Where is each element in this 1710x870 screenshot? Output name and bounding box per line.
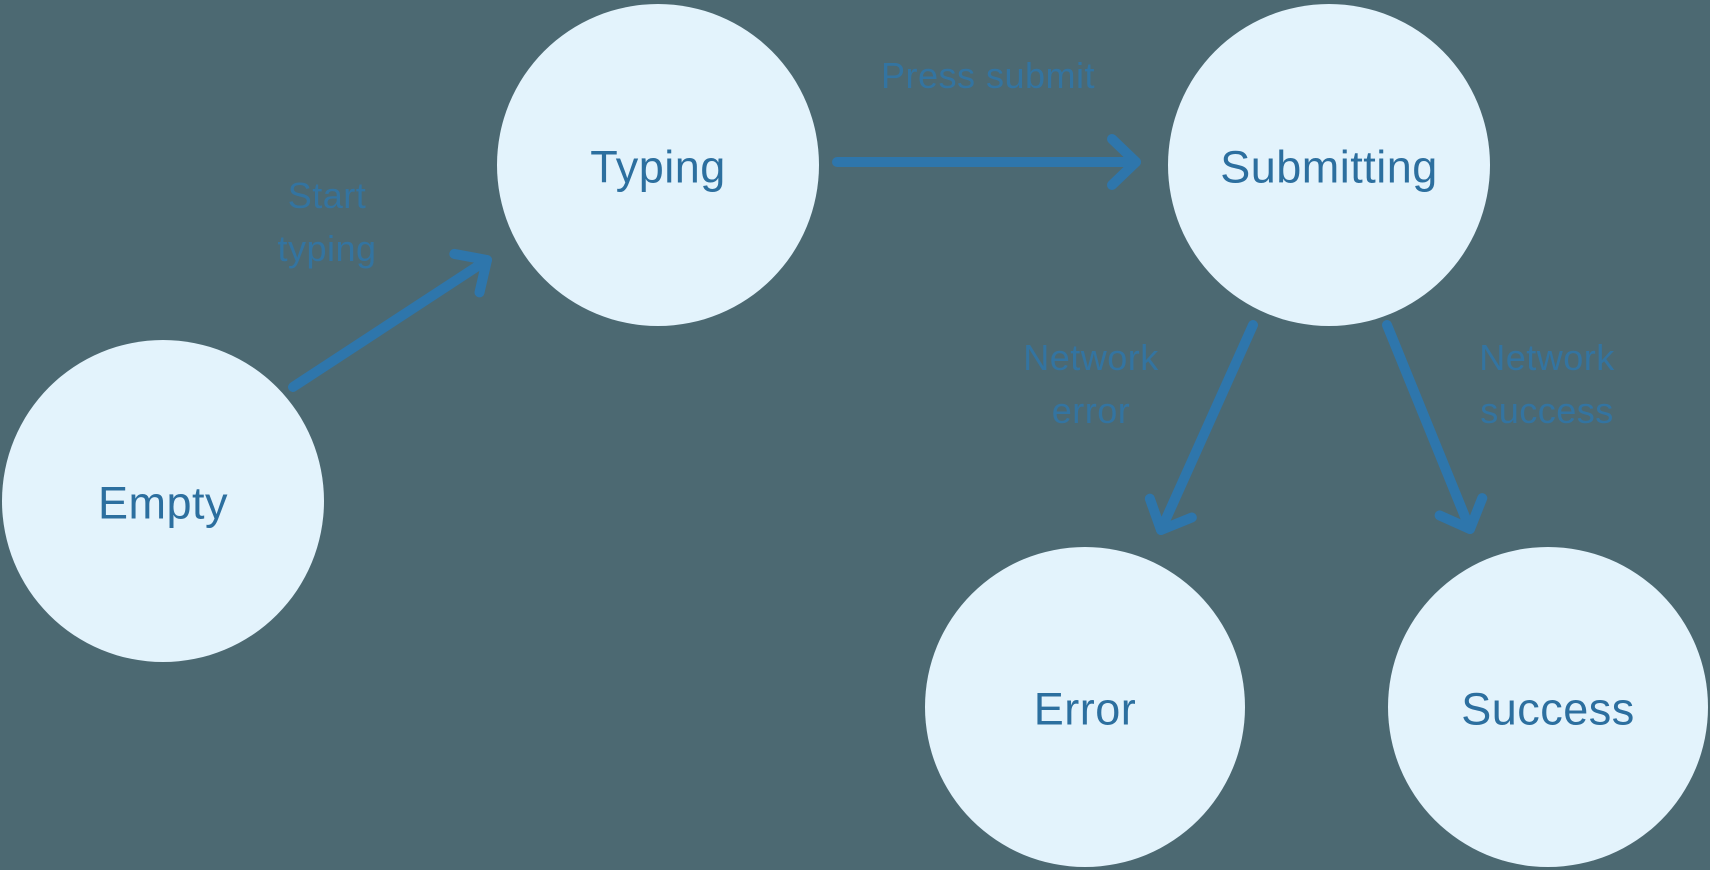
- transition-label-start-typing: Start typing: [277, 175, 376, 269]
- state-node-label-success: Success: [1461, 684, 1635, 735]
- transition-arrow-start-typing: [288, 248, 492, 392]
- transition-label-line: Network: [1023, 337, 1159, 378]
- transition-label-line: success: [1480, 390, 1614, 431]
- state-node-empty: [2, 340, 324, 662]
- state-node-typing: [497, 4, 819, 326]
- transition-label-line: Network: [1479, 337, 1615, 378]
- transition-label-line: Press submit: [881, 55, 1095, 96]
- state-node-label-submitting: Submitting: [1220, 142, 1438, 193]
- transition-label-network-success: Network success: [1479, 337, 1615, 431]
- transition-label-line: error: [1052, 390, 1131, 431]
- transition-arrow-network-success: [1382, 320, 1488, 534]
- state-node-label-typing: Typing: [590, 142, 726, 193]
- transition-label-line: typing: [277, 228, 376, 269]
- state-node-label-error: Error: [1034, 684, 1137, 735]
- state-node-submitting: [1168, 4, 1490, 326]
- state-node-error: [925, 547, 1245, 867]
- state-node-label-empty: Empty: [98, 478, 228, 529]
- transition-arrow-network-error: [1144, 320, 1258, 535]
- transition-label-press-submit: Press submit: [881, 55, 1095, 96]
- transition-label-network-error: Network error: [1023, 337, 1159, 431]
- transition-label-line: Start: [288, 175, 367, 216]
- state-node-success: [1388, 547, 1708, 867]
